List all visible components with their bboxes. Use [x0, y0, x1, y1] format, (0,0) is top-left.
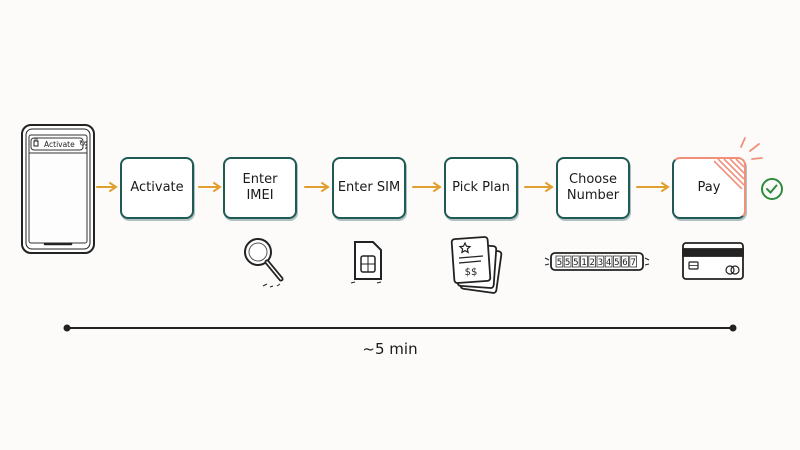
step-choose-number: Choose Number [556, 157, 630, 219]
phone-illustration [21, 124, 95, 254]
sim-card-icon [350, 241, 382, 284]
flow-arrows [96, 182, 670, 192]
checkmark-circle-icon [761, 178, 783, 200]
digit-cell [629, 255, 637, 268]
digit-text: 6 [622, 258, 627, 268]
digit-text: 1 [581, 258, 586, 268]
plan-card-price-text: $$ [465, 267, 478, 278]
digit-text: 5 [614, 258, 619, 268]
step-pay: Pay [672, 157, 746, 219]
digit-cell [604, 255, 613, 268]
step-label: Enter IMEI [242, 172, 278, 203]
arrow-1 [96, 182, 118, 192]
digit-text: 7 [630, 258, 635, 268]
timeline [63, 324, 737, 332]
arrow-5 [524, 182, 554, 192]
hatch-accent [714, 159, 744, 189]
step-label: Enter SIM [337, 180, 401, 195]
phone-url-text: Activate [44, 140, 75, 149]
digit-cell [613, 255, 621, 268]
step-pick-plan: Pick Plan [444, 157, 518, 219]
digit-text: 3 [598, 258, 603, 268]
step-label: Pay [697, 180, 721, 195]
plan-cards-icon: $$ [450, 236, 503, 294]
digit-cell [588, 255, 596, 268]
digit-cell [563, 255, 572, 268]
step-label: Pick Plan [452, 180, 510, 195]
reload-icon: ↻ [79, 139, 86, 148]
step-activate: Activate [120, 157, 194, 219]
arrow-2 [198, 182, 222, 192]
digit-cell [580, 255, 588, 268]
credit-card-icon [682, 242, 744, 280]
digit-cell [572, 255, 580, 268]
kebab-menu-icon [85, 141, 87, 143]
arrow-4 [412, 182, 442, 192]
timeline-start-dot [63, 324, 71, 332]
digit-text: 2 [589, 258, 594, 268]
step-label: Choose Number [566, 172, 620, 203]
digit-cell [596, 255, 605, 268]
duration-label: ~5 min [362, 340, 418, 358]
digit-text: 5 [573, 258, 578, 268]
digit-cell [621, 255, 629, 268]
step-label: Activate [130, 180, 184, 195]
digit-text: 5 [565, 258, 570, 268]
magnifier-icon [244, 238, 284, 288]
timeline-end-dot [729, 324, 737, 332]
digit-text: 5 [557, 258, 562, 268]
step-enter-imei: Enter IMEI [223, 157, 297, 219]
sparkle-lines [740, 137, 763, 160]
step-enter-sim: Enter SIM [332, 157, 406, 219]
digit-text: 4 [606, 258, 611, 268]
lock-icon [33, 140, 39, 147]
arrow-3 [304, 182, 330, 192]
digit-cell [555, 255, 564, 268]
arrow-6 [636, 182, 670, 192]
